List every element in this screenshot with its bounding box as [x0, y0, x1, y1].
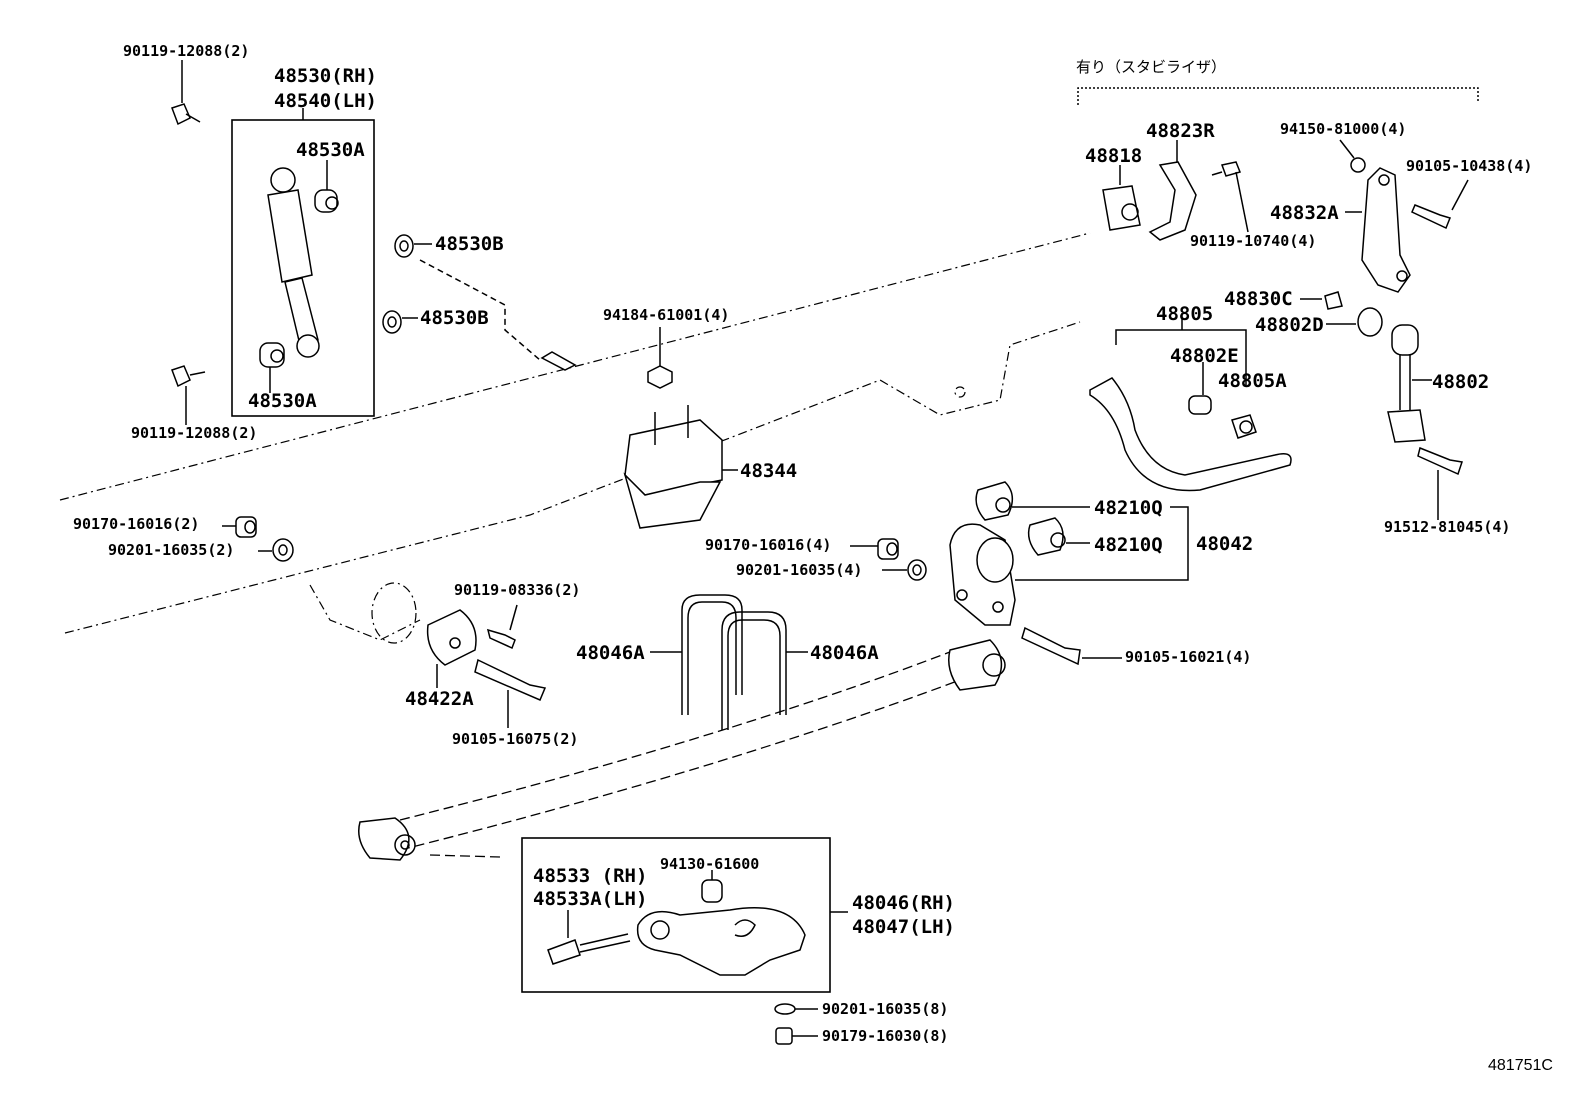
bolt-icon [1021, 626, 1122, 666]
nut-icon [701, 870, 723, 903]
stabilizer-link-icon [1387, 324, 1432, 443]
label-washer-90201-left: 90201-16035(2) [108, 541, 235, 559]
bracket-icon [949, 523, 1016, 626]
label-washer-1: 48530B [435, 233, 504, 255]
illustration-id: 481751C [1488, 1057, 1553, 1074]
label-bracket-48042: 48042 [1196, 533, 1254, 555]
bump-stopper-icon [623, 405, 738, 529]
label-bracket-48422a: 48422A [405, 688, 474, 710]
bushing-icon [1102, 165, 1141, 231]
label-bushing-48830c: 48830C [1224, 288, 1293, 310]
label-bushing-48802d: 48802D [1255, 314, 1324, 336]
washer-icon [382, 234, 541, 361]
bolt-icon [474, 604, 547, 728]
label-bolt-90119-10740: 90119-10740(4) [1190, 232, 1317, 250]
u-bolt-icon [650, 594, 808, 730]
label-bolt-90119-08336: 90119-08336(2) [454, 581, 581, 599]
bushing-icon [975, 481, 1189, 581]
label-bushing-48210q-1: 48210Q [1094, 497, 1163, 519]
washer-icon [882, 559, 927, 581]
bolt-icon [1211, 161, 1249, 233]
label-washer-90201-8: 90201-16035(8) [822, 1000, 949, 1018]
label-bushing-48802e: 48802E [1170, 345, 1239, 367]
label-stab-link: 48802 [1432, 371, 1490, 393]
spring-seat-plate-icon [636, 907, 806, 976]
label-shock-lh: 48540(LH) [274, 90, 377, 112]
label-stab-bracket: 48823R [1146, 120, 1215, 142]
bolt-icon [1411, 179, 1469, 230]
bracket-icon [426, 609, 477, 688]
nut-icon [222, 516, 257, 538]
label-nut-94150: 94150-81000(4) [1280, 120, 1407, 138]
label-bolt-bottom-left: 90119-12088(2) [131, 424, 258, 442]
label-plate-lh: 48047(LH) [852, 916, 955, 938]
label-ubolt-right: 48046A [810, 642, 879, 664]
bushing-icon [259, 189, 339, 368]
label-bolt-91512: 91512-81045(4) [1384, 518, 1511, 536]
label-nut-90170-right: 90170-16016(4) [705, 536, 832, 554]
label-stud-rh: 48533 (RH) [533, 865, 648, 887]
bolt-icon [1417, 446, 1463, 520]
label-link-bracket: 48832A [1270, 202, 1339, 224]
label-bolt-top-left: 90119-12088(2) [123, 42, 250, 60]
bracket-icon [1148, 140, 1197, 241]
label-bushing-bottom: 48530A [248, 390, 317, 412]
label-shock-rh: 48530(RH) [274, 65, 377, 87]
frame-rail [59, 232, 1091, 644]
bracket-icon [1345, 167, 1411, 293]
leaf-spring-eye-rear [948, 639, 1006, 691]
stabilizer-header: 有り（スタビライザ） [1076, 58, 1227, 76]
leaf-spring-icon [399, 649, 961, 858]
label-ubolt-left: 48046A [576, 642, 645, 664]
label-washer-2: 48530B [420, 307, 489, 329]
nut-icon [850, 538, 899, 560]
label-nut-94184: 94184-61001(4) [603, 306, 730, 324]
label-stud-lh: 48533A(LH) [533, 888, 648, 910]
washer-icon [774, 1003, 818, 1015]
bolt-icon [171, 60, 201, 126]
nut-icon [775, 1027, 818, 1045]
stabilizer-group-bracket [1077, 87, 1479, 105]
label-bolt-90105-16075: 90105-16075(2) [452, 730, 579, 748]
nut-icon [647, 327, 673, 389]
label-bolt-90105-16021: 90105-16021(4) [1125, 648, 1252, 666]
stabilizer-bar-icon [1089, 313, 1292, 492]
label-bumper: 48344 [740, 460, 798, 482]
label-bushing-48210q-2: 48210Q [1094, 534, 1163, 556]
shock-absorber-icon [267, 167, 320, 358]
label-stab-bar: 48805 [1156, 303, 1214, 325]
label-plate-rh: 48046(RH) [852, 892, 955, 914]
label-bushing-48805a: 48805A [1218, 370, 1287, 392]
label-bolt-90105-10438: 90105-10438(4) [1406, 157, 1533, 175]
leaf-spring-eye-front [358, 817, 416, 861]
washer-icon [258, 538, 294, 562]
shock-mount-stud [540, 351, 577, 371]
label-plug-94130: 94130-61600 [660, 855, 760, 873]
bolt-icon [547, 910, 631, 965]
label-nut-90179: 90179-16030(8) [822, 1027, 949, 1045]
bushing-icon [1188, 291, 1383, 439]
label-bushing-top: 48530A [296, 139, 365, 161]
spring-seat-box [521, 837, 831, 993]
label-stab-bushing: 48818 [1085, 145, 1143, 167]
bolt-icon [171, 365, 206, 425]
label-nut-90170-left: 90170-16016(2) [73, 515, 200, 533]
nut-icon [1339, 139, 1366, 173]
label-washer-90201-right: 90201-16035(4) [736, 561, 863, 579]
